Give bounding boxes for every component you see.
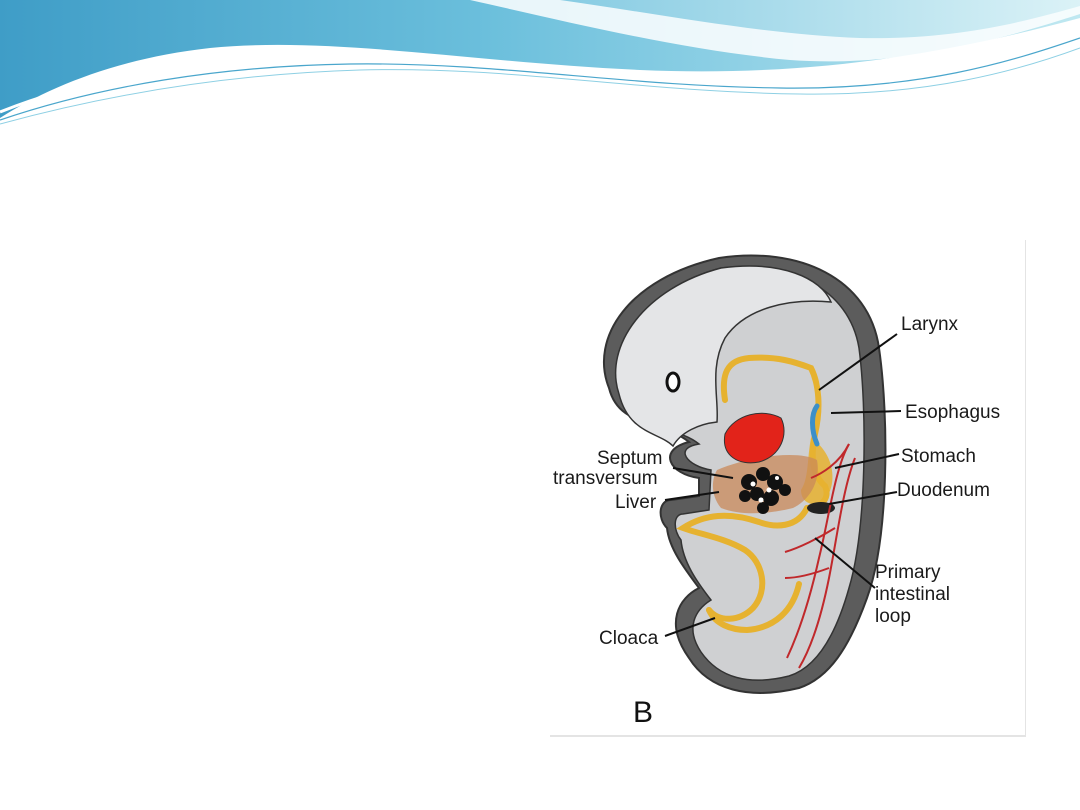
label-stomach: Stomach	[901, 446, 976, 467]
label-primary-line1: Primary	[875, 562, 941, 583]
label-septum-line2: transversum	[553, 468, 658, 489]
panel-letter: B	[633, 696, 653, 729]
eye-icon	[665, 371, 681, 393]
label-primary-line2: intestinal	[875, 584, 950, 605]
embryo-head	[614, 265, 833, 448]
mesenteric-vessels	[784, 443, 856, 669]
label-larynx: Larynx	[901, 314, 959, 335]
label-duodenum: Duodenum	[897, 480, 990, 501]
embryo-figure-panel: Larynx Esophagus Stomach Duodenum Septum…	[549, 238, 1025, 735]
trachea-bud	[810, 403, 820, 447]
septum-liver-region	[712, 455, 818, 514]
label-primary-line3: loop	[875, 606, 911, 627]
embryo-diagram: Larynx Esophagus Stomach Duodenum Septum…	[553, 254, 1000, 729]
label-septum-line1: Septum	[597, 448, 662, 469]
label-cloaca: Cloaca	[599, 628, 659, 649]
liver-cords	[739, 467, 791, 514]
header-wave	[0, 0, 1080, 125]
label-esophagus: Esophagus	[905, 402, 1000, 423]
leader-lines	[664, 333, 902, 637]
duodenum-region	[807, 502, 835, 514]
heart-region	[723, 412, 785, 464]
label-liver: Liver	[615, 492, 657, 513]
